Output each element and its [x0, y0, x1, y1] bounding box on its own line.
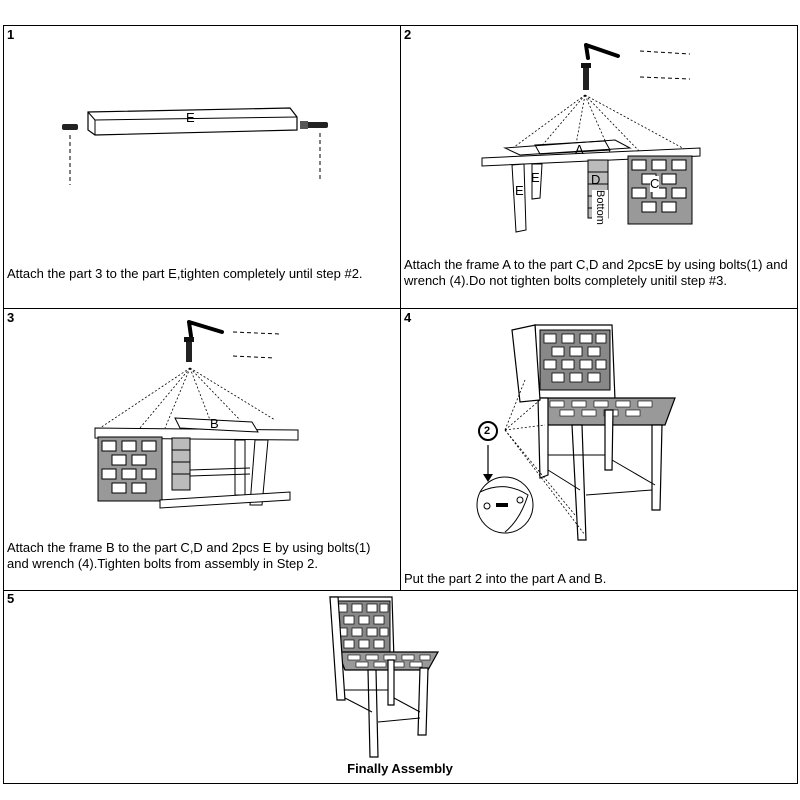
step-1-illustration	[62, 107, 328, 185]
step-2-text: Attach the frame A to the part C,D and 2…	[404, 257, 788, 288]
step-1-text: Attach the part 3 to the part E,tighten …	[7, 266, 363, 281]
part-2-callout: 2	[484, 425, 491, 437]
column-divider	[400, 25, 401, 590]
step-5-number: 5	[7, 591, 15, 606]
step-1-number: 1	[7, 27, 15, 42]
step-3-number: 3	[7, 310, 15, 325]
part-e-right-label: E	[531, 170, 540, 185]
step-4-number: 4	[404, 310, 412, 325]
part-e-label: E	[186, 110, 195, 125]
row-divider-2	[3, 590, 798, 591]
part-d-label: D	[591, 172, 601, 187]
step-3-illustration	[94, 320, 299, 509]
finally-assembly-caption: Finally Assembly	[347, 761, 453, 776]
step-4-illustration	[476, 324, 676, 541]
part-c-label: C	[650, 176, 660, 192]
part-b-label: B	[210, 416, 219, 431]
step-2-number: 2	[404, 27, 412, 42]
step-4-text: Put the part 2 into the part A and B.	[404, 571, 607, 586]
step-3-text: Attach the frame B to the part C,D and 2…	[7, 540, 371, 571]
part-a-label: A	[575, 142, 584, 157]
step-2-illustration	[481, 43, 701, 233]
part-e-left-label: E	[515, 183, 524, 198]
row-divider-1	[3, 308, 798, 309]
